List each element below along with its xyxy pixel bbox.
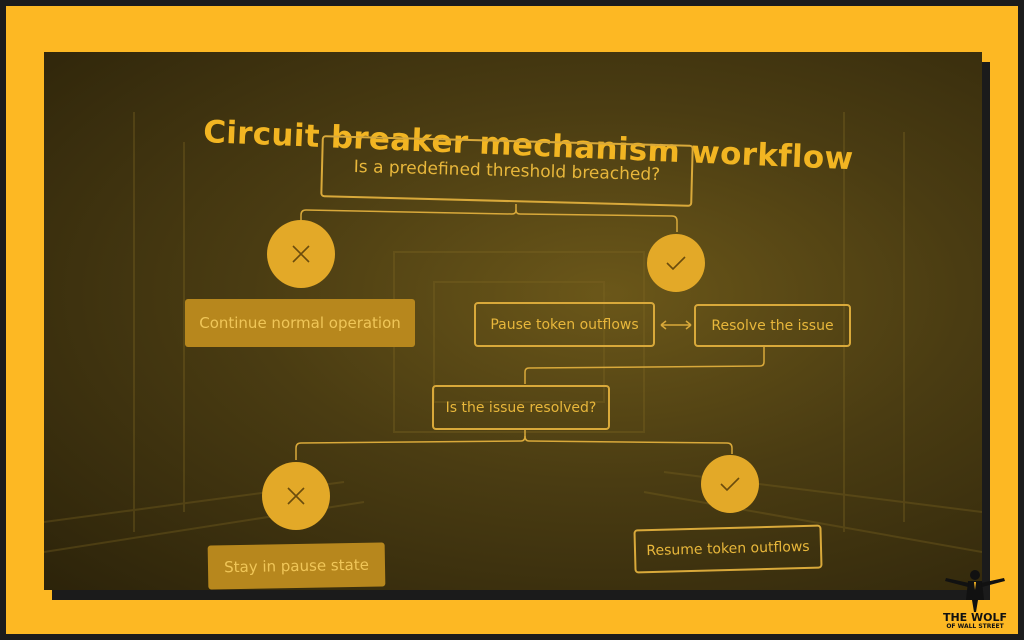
- connectors: [295, 204, 765, 460]
- resume-outflows-node: Resume token outflows: [633, 524, 823, 574]
- stay-paused-label: Stay in pause state: [223, 555, 370, 577]
- threshold-question-node: Is a predefined threshold breached?: [320, 135, 694, 207]
- resolve-issue-label: Resolve the issue: [711, 317, 834, 334]
- continue-normal-node: Continue normal operation: [185, 299, 415, 347]
- diagram-panel: Circuit breaker mechanism workflow Is a …: [44, 52, 982, 590]
- resolve-issue-node: Resolve the issue: [694, 304, 851, 347]
- brand-logo: THE WOLF OF WALL STREET: [940, 566, 1010, 634]
- pause-outflows-node: Pause token outflows: [474, 302, 655, 347]
- check-circle-icon: [701, 455, 759, 513]
- double-arrow-icon: [660, 320, 692, 330]
- wolf-figure-icon: [945, 570, 1005, 612]
- resume-outflows-label: Resume token outflows: [646, 538, 810, 560]
- threshold-question-label: Is a predefined threshold breached?: [353, 156, 661, 186]
- pause-outflows-label: Pause token outflows: [490, 316, 639, 333]
- check-circle-icon: [647, 234, 705, 292]
- logo-text-main: THE WOLF: [942, 611, 1008, 624]
- continue-normal-label: Continue normal operation: [199, 314, 401, 332]
- stay-paused-node: Stay in pause state: [207, 542, 386, 590]
- resolved-question-label: Is the issue resolved?: [445, 399, 597, 416]
- x-circle-icon: [262, 462, 330, 530]
- resolved-question-node: Is the issue resolved?: [432, 385, 610, 430]
- logo-text-sub: OF WALL STREET: [946, 623, 1004, 630]
- x-circle-icon: [267, 220, 335, 288]
